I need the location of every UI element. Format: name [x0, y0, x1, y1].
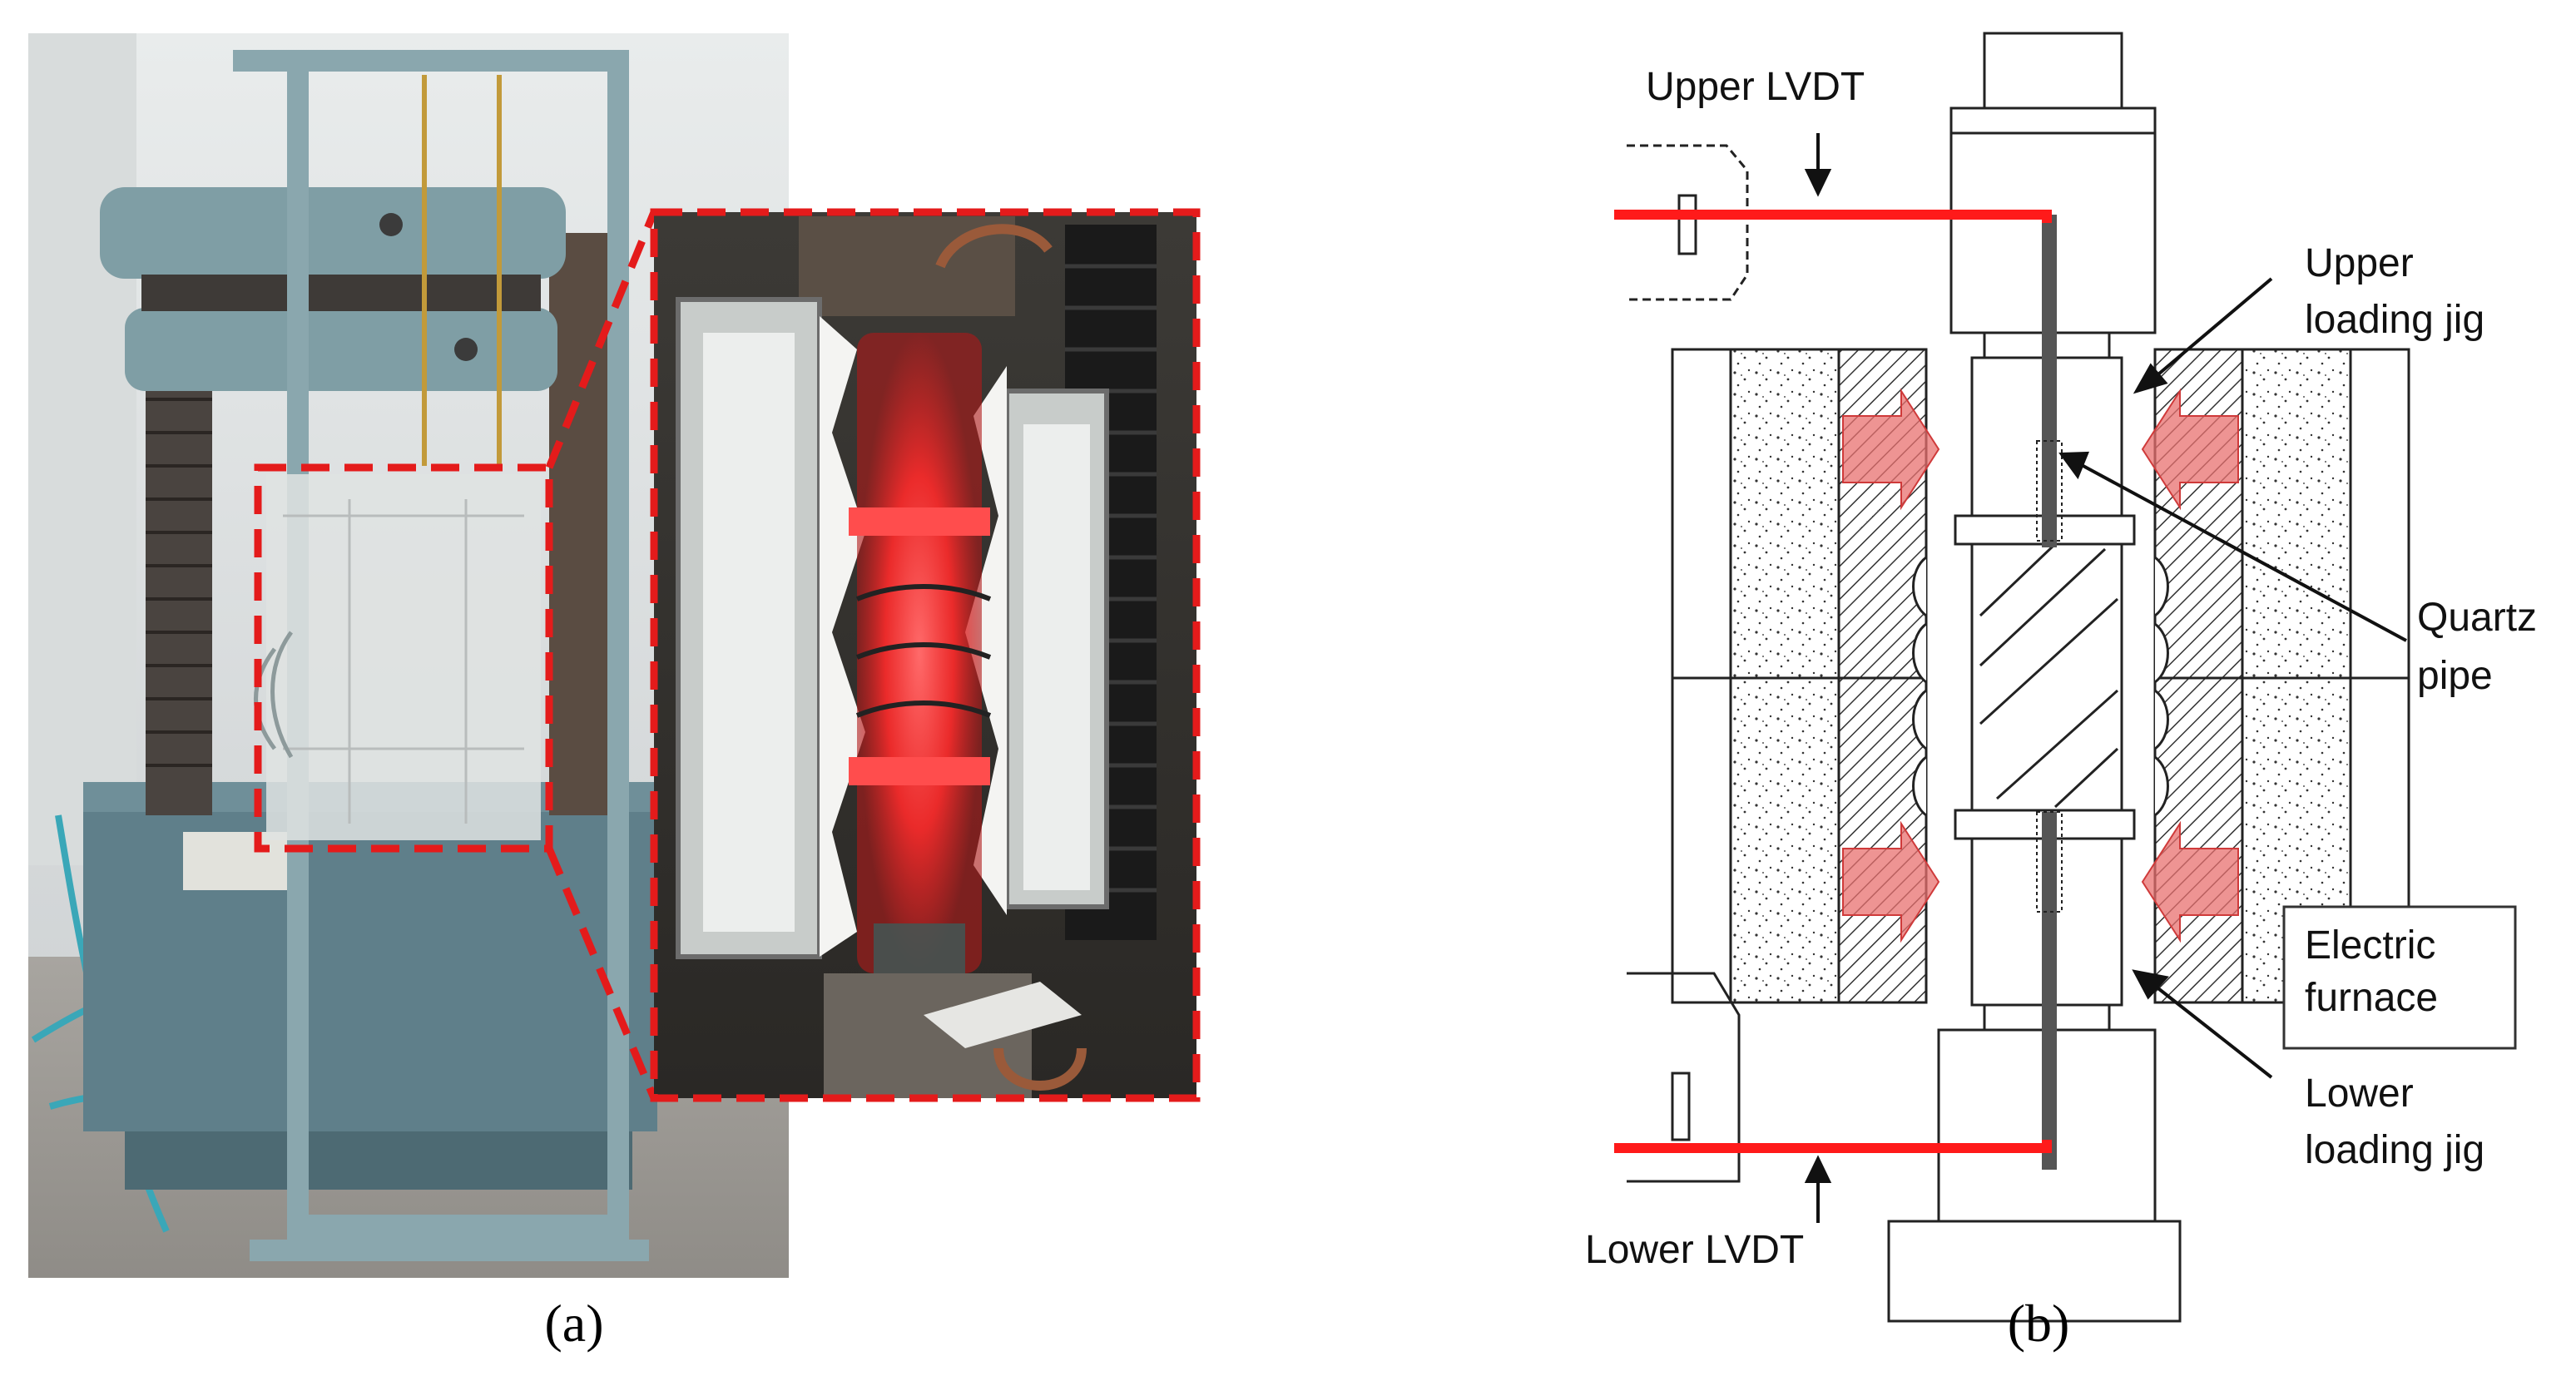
heat-arrow-upper-right	[2141, 388, 2239, 511]
heat-arrows	[1842, 388, 2239, 943]
label-upper-loading-jig-line1: Upper	[2305, 241, 2414, 285]
label-electric-furnace: Electric furnace	[2305, 923, 2447, 1020]
panel-label-a: (a)	[544, 1294, 603, 1353]
lower-rod	[2042, 812, 2057, 1170]
right-column	[549, 233, 607, 815]
heat-arrow-lower-left	[1842, 820, 1940, 943]
label-lower-loading-jig-line1: Lower	[2305, 1072, 2414, 1116]
electric-furnace-box	[2282, 905, 2517, 1050]
label-upper-loading-jig-line2: loading jig	[2305, 298, 2484, 342]
label-quartz-pipe-line1: Quartz	[2417, 596, 2537, 640]
panel-label-b: (b)	[2008, 1294, 2070, 1353]
label-quartz-pipe: Quartz pipe	[2417, 596, 2548, 698]
middle-crosshead	[125, 308, 557, 391]
photo-panel	[28, 33, 1201, 1278]
label-lower-loading-jig: Lower loading jig	[2305, 1072, 2484, 1172]
lvdt-lines	[1614, 210, 2052, 1153]
highlight-box-inset	[650, 208, 1201, 1102]
furnace-inset	[654, 212, 1196, 1098]
heat-arrow-upper-left	[1842, 388, 1940, 511]
upper-crosshead	[100, 187, 566, 279]
upper-rod	[2042, 215, 2057, 547]
label-lower-lvdt: Lower LVDT	[1585, 1228, 1804, 1272]
furnace-small	[266, 474, 541, 840]
heat-arrow-lower-right	[2141, 820, 2239, 943]
pointer-arrows	[1804, 133, 2407, 1223]
highlight-box-small	[254, 463, 553, 853]
label-lower-loading-jig-line2: loading jig	[2305, 1128, 2484, 1172]
label-upper-loading-jig: Upper loading jig	[2305, 241, 2484, 342]
label-electric-furnace-line2: furnace	[2305, 976, 2438, 1020]
upper-lvdt-line	[1614, 210, 2052, 223]
glowing-specimen	[857, 333, 982, 973]
zoom-connector-lines	[545, 210, 658, 1100]
label-quartz-pipe-line2: pipe	[2417, 654, 2493, 698]
label-electric-furnace-line1: Electric	[2305, 923, 2435, 968]
specimen	[1970, 542, 2123, 812]
label-upper-lvdt: Upper LVDT	[1646, 65, 1865, 109]
lower-lvdt-line	[1614, 1140, 2052, 1153]
schematic-panel	[1627, 32, 2410, 1323]
